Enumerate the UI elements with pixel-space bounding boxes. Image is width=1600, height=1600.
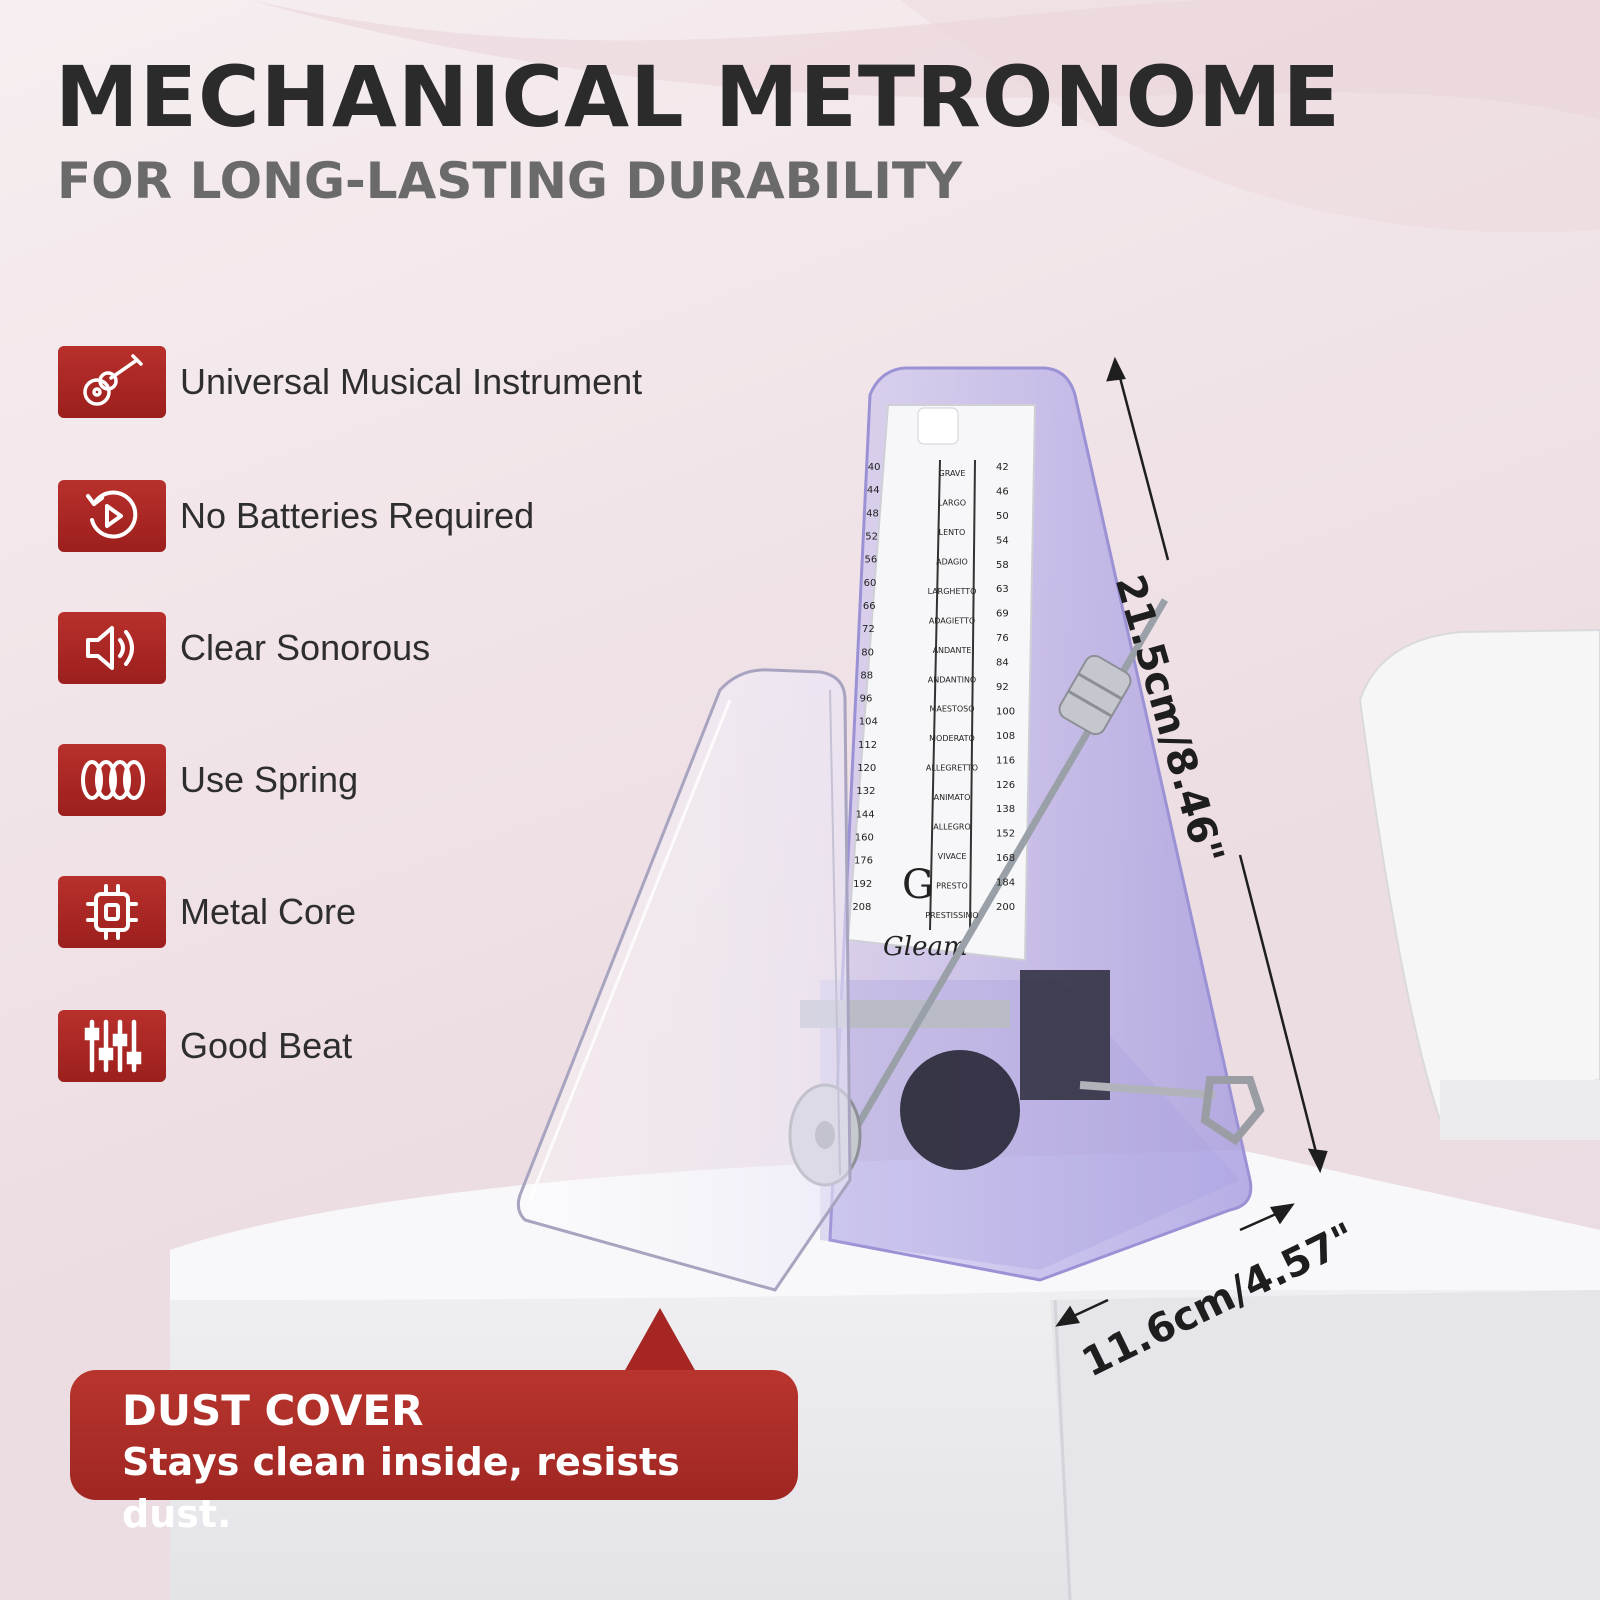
spring-icon bbox=[58, 744, 166, 816]
tempo-term: ANDANTINO bbox=[928, 675, 976, 684]
chip-icon bbox=[58, 876, 166, 948]
scale-left-tick: 44 bbox=[867, 485, 880, 496]
scale-left-tick: 66 bbox=[863, 601, 876, 612]
scale-right-tick: 116 bbox=[996, 755, 1015, 766]
scale-right-tick: 46 bbox=[996, 486, 1009, 497]
tempo-term: ALLEGRETTO bbox=[926, 764, 978, 773]
scale-left-tick: 56 bbox=[864, 555, 877, 566]
scale-right-tick: 92 bbox=[996, 682, 1009, 693]
scale-right-tick: 54 bbox=[996, 535, 1009, 546]
feature-item: No Batteries Required bbox=[58, 480, 534, 552]
tempo-term: VIVACE bbox=[938, 852, 967, 861]
tempo-term: ADAGIO bbox=[936, 557, 968, 566]
tempo-term: PRESTO bbox=[936, 882, 968, 891]
feature-item: Universal Musical Instrument bbox=[58, 346, 642, 418]
scale-right-tick: 42 bbox=[996, 462, 1009, 473]
scale-left-tick: 176 bbox=[854, 856, 873, 867]
scale-right-tick: 108 bbox=[996, 731, 1015, 742]
scale-left-tick: 192 bbox=[853, 879, 872, 890]
scale-right-tick: 76 bbox=[996, 633, 1009, 644]
scale-left-tick: 144 bbox=[856, 809, 875, 820]
scale-left-tick: 104 bbox=[859, 717, 878, 728]
scale-right-tick: 69 bbox=[996, 609, 1009, 620]
page-title: MECHANICAL METRONOME bbox=[55, 48, 1341, 146]
logo-letter: G bbox=[902, 862, 934, 908]
scale-left-tick: 96 bbox=[860, 694, 873, 705]
scale-left-tick: 60 bbox=[864, 578, 877, 589]
feature-item: Clear Sonorous bbox=[58, 612, 430, 684]
chair bbox=[1358, 628, 1600, 1140]
play-circle-icon bbox=[58, 480, 166, 552]
scale-left-tick: 132 bbox=[856, 786, 875, 797]
tempo-term: GRAVE bbox=[939, 469, 966, 478]
dust-cover bbox=[516, 668, 852, 1292]
feature-label: Universal Musical Instrument bbox=[180, 361, 643, 402]
page-subtitle: FOR LONG-LASTING DURABILITY bbox=[57, 152, 963, 210]
scale-left-tick: 120 bbox=[857, 763, 876, 774]
scale-right-tick: 184 bbox=[996, 878, 1015, 889]
scale-right-tick: 126 bbox=[996, 780, 1015, 791]
scale-right-tick: 63 bbox=[996, 584, 1009, 595]
dust-cover-callout: DUST COVER Stays clean inside, resists d… bbox=[70, 1370, 798, 1536]
tempo-term: ADAGIETTO bbox=[929, 616, 975, 625]
scale-left-tick: 72 bbox=[862, 624, 875, 635]
feature-label: Clear Sonorous bbox=[180, 627, 431, 668]
scale-left-tick: 208 bbox=[852, 902, 871, 913]
scale-right-tick: 168 bbox=[996, 853, 1015, 864]
speaker-icon bbox=[58, 612, 166, 684]
tempo-term: PRESTISSIMO bbox=[925, 911, 978, 920]
feature-label: No Batteries Required bbox=[180, 495, 535, 536]
feature-label: Use Spring bbox=[180, 759, 359, 800]
tempo-term: ALLEGRO bbox=[933, 823, 971, 832]
tempo-term: MODERATO bbox=[929, 734, 975, 743]
tempo-term: LARGO bbox=[938, 498, 966, 507]
scale-left-tick: 48 bbox=[866, 508, 879, 519]
scale-left-tick: 160 bbox=[855, 833, 874, 844]
feature-item: Good Beat bbox=[58, 1010, 352, 1082]
tempo-term: ANIMATO bbox=[934, 793, 971, 802]
scale-right-tick: 100 bbox=[996, 706, 1015, 717]
scale-left-tick: 112 bbox=[858, 740, 877, 751]
tempo-term: LENTO bbox=[939, 528, 966, 537]
scale-left-tick: 80 bbox=[861, 647, 874, 658]
feature-label: Good Beat bbox=[180, 1025, 353, 1066]
scale-left-tick: 52 bbox=[865, 531, 878, 542]
scale-left-tick: 40 bbox=[868, 462, 881, 473]
scale-right-tick: 138 bbox=[996, 804, 1015, 815]
sliders-icon bbox=[58, 1010, 166, 1082]
scale-right-tick: 84 bbox=[996, 658, 1009, 669]
scale-right-tick: 58 bbox=[996, 560, 1009, 571]
callout-text: Stays clean inside, resists dust. bbox=[122, 1440, 680, 1536]
scale-right-tick: 152 bbox=[996, 829, 1015, 840]
dimension-width-arrow bbox=[1055, 1203, 1295, 1327]
dimension-height-arrow bbox=[1106, 356, 1328, 1174]
callout-title: DUST COVER bbox=[122, 1386, 424, 1435]
tempo-term: MAESTOSO bbox=[929, 705, 974, 714]
feature-item: Metal Core bbox=[58, 876, 356, 948]
callout-pointer bbox=[624, 1308, 696, 1372]
tempo-term: LARGHETTO bbox=[928, 587, 977, 596]
feature-item: Use Spring bbox=[58, 744, 358, 816]
scale-right-tick: 200 bbox=[996, 902, 1015, 913]
tempo-term: ANDANTE bbox=[933, 646, 972, 655]
scale-right-tick: 50 bbox=[996, 511, 1009, 522]
feature-label: Metal Core bbox=[180, 891, 357, 932]
scale-left-tick: 88 bbox=[860, 670, 873, 681]
guitar-icon bbox=[58, 346, 166, 418]
